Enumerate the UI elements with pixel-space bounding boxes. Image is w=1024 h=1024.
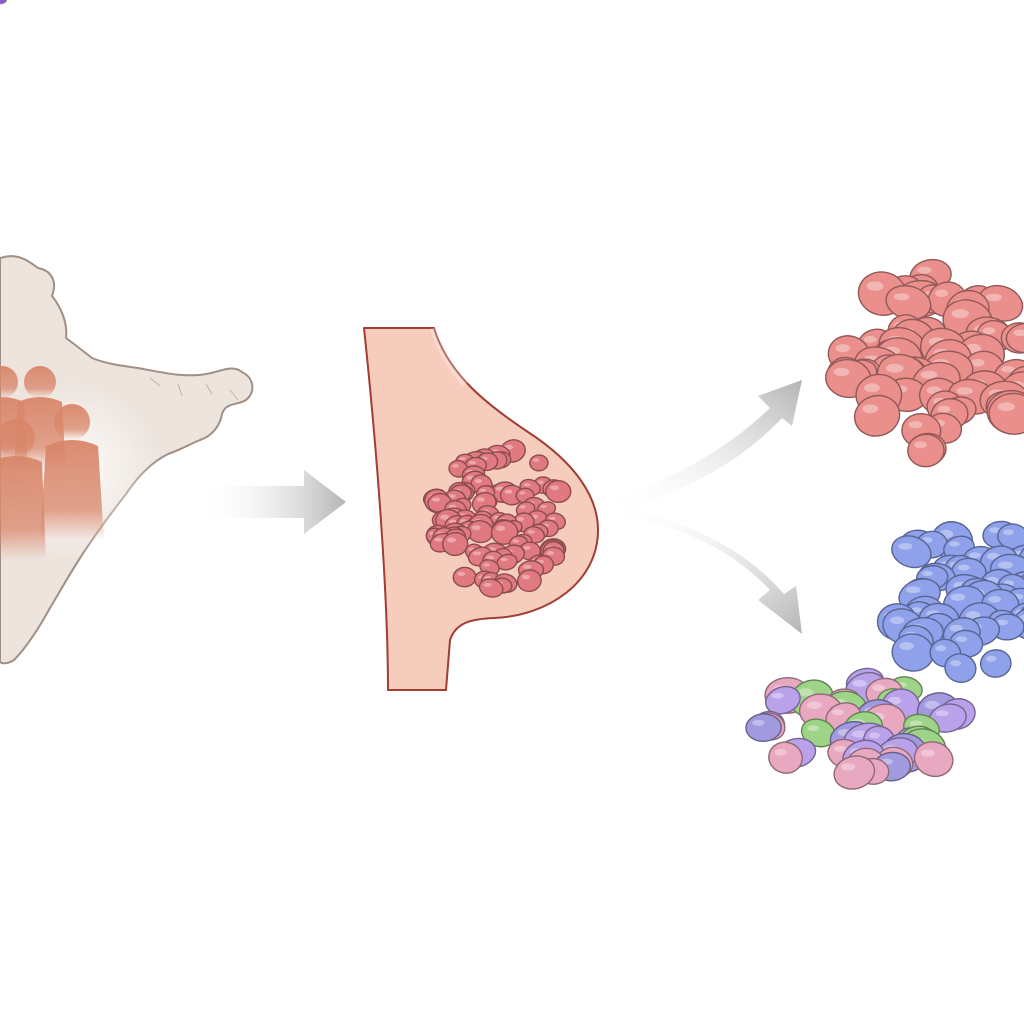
- cell: [0, 0, 990, 330]
- cell: [0, 0, 923, 347]
- cell: [0, 0, 917, 374]
- cell: [853, 394, 901, 437]
- cell: [0, 0, 469, 557]
- people-silhouette-icon: [0, 366, 104, 560]
- cell: [0, 0, 1012, 678]
- breast-tumor-icon: [0, 0, 599, 691]
- cell: [0, 0, 988, 363]
- blue-cell-cluster-icon: [0, 0, 1024, 684]
- red-cell-cluster-icon: [0, 0, 1024, 468]
- cell: [0, 0, 935, 672]
- arrow-up-right-icon: [610, 380, 802, 514]
- cell: [0, 0, 881, 388]
- cell: [0, 0, 963, 423]
- cell: [0, 0, 961, 731]
- cell: [833, 755, 876, 790]
- cell: [0, 0, 907, 316]
- cell: [0, 0, 572, 504]
- cell: [0, 0, 945, 468]
- cell: [0, 0, 932, 569]
- cell: [0, 0, 962, 416]
- cell: [0, 0, 925, 311]
- cell: [0, 0, 973, 382]
- arrow-right-icon: [200, 470, 346, 534]
- mixed-cell-cluster-icon: [0, 0, 976, 790]
- cell: [885, 285, 932, 321]
- cell: [0, 0, 977, 684]
- cell: [0, 0, 946, 318]
- cell: [0, 0, 504, 598]
- cell: [0, 0, 801, 715]
- cell: [0, 0, 871, 375]
- cell: [0, 0, 947, 351]
- cell: [0, 0, 952, 293]
- cell: [1005, 322, 1024, 354]
- cell: [0, 0, 542, 593]
- cell: [0, 0, 549, 472]
- cell: [0, 0, 904, 386]
- cell: [490, 519, 519, 545]
- cell: [745, 713, 782, 742]
- cell: [0, 0, 908, 388]
- arrow-down-right-icon: [610, 504, 802, 634]
- cell: [0, 0, 936, 359]
- cell: [0, 0, 803, 774]
- cell: [0, 0, 952, 314]
